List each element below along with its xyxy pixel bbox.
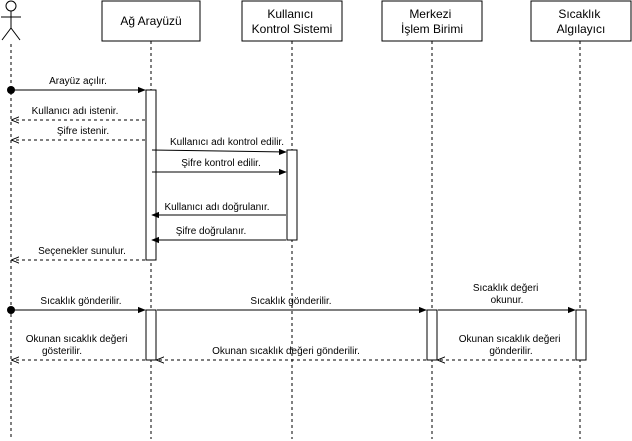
activation-auth bbox=[286, 149, 298, 241]
message-6-label: Kullanıcı adı doğrulanır. bbox=[164, 202, 269, 213]
participant-sensor-label: Sıcaklık Algılayıcı bbox=[557, 7, 606, 36]
message-12: Okunan sıcaklık değeri gönderilir. bbox=[438, 334, 575, 360]
message-11-label-line2: okunur. bbox=[491, 295, 524, 306]
message-12-label-line1: Okunan sıcaklık değeri bbox=[459, 334, 561, 345]
message-7-label: Şifre doğrulanır. bbox=[176, 226, 247, 237]
activation-cpu bbox=[426, 309, 438, 361]
message-10: Sıcaklık gönderilir. bbox=[157, 296, 427, 314]
activation-sensor bbox=[575, 309, 587, 361]
participant-sensor-label-line1: Sıcaklık bbox=[558, 7, 601, 21]
message-2-label: Kullanıcı adı istenir. bbox=[32, 106, 119, 117]
participant-sensor: Sıcaklık Algılayıcı bbox=[530, 0, 632, 42]
message-14-label-line1: Okunan sıcaklık değeri bbox=[26, 334, 128, 345]
message-3: Şifre istenir. bbox=[12, 126, 145, 140]
user-actor bbox=[1, 0, 21, 41]
participant-web: Ağ Arayüzü bbox=[101, 0, 201, 42]
message-4-label: Kullanıcı adı kontrol edilir. bbox=[170, 137, 284, 148]
message-12-label: Okunan sıcaklık değeri gönderilir. bbox=[459, 334, 564, 357]
message-5-label: Şifre kontrol edilir. bbox=[181, 158, 260, 169]
message-13: Okunan sıcaklık değeri gönderilir. bbox=[157, 346, 426, 360]
message-1: Arayüz açılır. bbox=[7, 76, 146, 94]
message-6: Kullanıcı adı doğrulanır. bbox=[151, 202, 286, 219]
message-5: Şifre kontrol edilir. bbox=[152, 158, 287, 176]
message-11-label: Sıcaklık değeri okunur. bbox=[473, 283, 541, 306]
message-14-label: Okunan sıcaklık değeri gösterilir. bbox=[26, 334, 131, 357]
message-14: Okunan sıcaklık değeri gösterilir. bbox=[12, 334, 145, 360]
participant-cpu-label: Merkezi İşlem Birimi bbox=[401, 7, 463, 36]
participant-cpu-label-line2: İşlem Birimi bbox=[401, 22, 463, 36]
activation-web-login bbox=[145, 89, 157, 261]
message-13-label: Okunan sıcaklık değeri gönderilir. bbox=[212, 346, 360, 357]
message-1-label: Arayüz açılır. bbox=[49, 76, 107, 87]
message-9: Sıcaklık gönderilir. bbox=[7, 296, 146, 314]
message-9-label: Sıcaklık gönderilir. bbox=[40, 296, 121, 307]
participant-auth-label: Kullanıcı Kontrol Sistemi bbox=[252, 7, 333, 36]
message-4: Kullanıcı adı kontrol edilir. bbox=[151, 137, 287, 156]
message-8: Seçenekler sunulur. bbox=[12, 246, 145, 260]
message-8-label: Seçenekler sunulur. bbox=[38, 246, 126, 257]
message-11-label-line1: Sıcaklık değeri bbox=[473, 283, 539, 294]
participant-auth-label-line1: Kullanıcı bbox=[267, 7, 313, 21]
participant-sensor-label-line2: Algılayıcı bbox=[557, 22, 606, 36]
message-2: Kullanıcı adı istenir. bbox=[12, 106, 145, 120]
participant-auth-label-line2: Kontrol Sistemi bbox=[252, 22, 333, 36]
activation-web-temp bbox=[145, 309, 157, 361]
participant-web-label: Ağ Arayüzü bbox=[120, 14, 181, 28]
message-11: Sıcaklık değeri okunur. bbox=[438, 283, 576, 314]
actor-left-leg bbox=[1, 27, 12, 41]
message-12-label-line2: gönderilir. bbox=[489, 346, 532, 357]
actor-head bbox=[5, 0, 17, 12]
participant-auth: Kullanıcı Kontrol Sistemi bbox=[241, 0, 343, 42]
actor-right-leg bbox=[10, 27, 21, 41]
message-10-label: Sıcaklık gönderilir. bbox=[250, 296, 331, 307]
participant-cpu: Merkezi İşlem Birimi bbox=[381, 0, 483, 42]
message-7: Şifre doğrulanır. bbox=[151, 226, 286, 244]
message-3-label: Şifre istenir. bbox=[57, 126, 109, 137]
participant-cpu-label-line1: Merkezi bbox=[409, 7, 451, 21]
message-14-label-line2: gösterilir. bbox=[42, 346, 82, 357]
